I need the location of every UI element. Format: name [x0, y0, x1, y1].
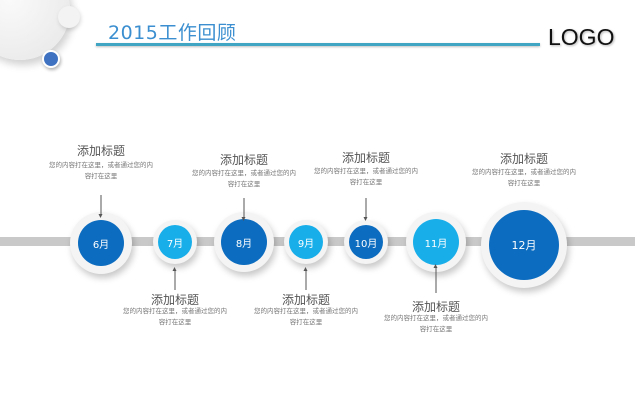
- milestone-title: 添加标题: [76, 144, 126, 158]
- month-label: 8月: [235, 238, 253, 250]
- arrow-icon: [363, 198, 368, 221]
- milestone-title: 添加标题: [219, 153, 269, 167]
- slide-title: 2015工作回顾: [108, 22, 237, 44]
- decorative-dot: [42, 50, 60, 68]
- arrow-icon: [303, 267, 308, 290]
- month-circle: 11月: [413, 219, 459, 265]
- milestone-description: 您的内容打在这里，或者通过您的内容打在这里: [192, 169, 296, 188]
- month-node[interactable]: 12月: [481, 202, 567, 288]
- decorative-circle: [58, 6, 80, 28]
- milestone-description: 您的内容打在这里，或者通过您的内容打在这里: [123, 307, 227, 326]
- arrow-icon: [241, 198, 246, 221]
- month-circle: 9月: [289, 225, 323, 259]
- month-label: 11月: [424, 238, 448, 250]
- month-circle: 12月: [489, 210, 559, 280]
- month-node[interactable]: 6月: [70, 212, 132, 274]
- milestone-description: 您的内容打在这里，或者通过您的内容打在这里: [472, 168, 576, 187]
- arrow-icon: [172, 267, 177, 290]
- month-circle: 7月: [158, 225, 192, 259]
- month-node[interactable]: 9月: [284, 220, 328, 264]
- milestone-title: 添加标题: [150, 293, 200, 307]
- milestone-description: 您的内容打在这里，或者通过您的内容打在这里: [384, 314, 488, 333]
- milestone-description: 您的内容打在这里，或者通过您的内容打在这里: [254, 307, 358, 326]
- milestone-description: 您的内容打在这里，或者通过您的内容打在这里: [49, 161, 153, 180]
- month-node[interactable]: 8月: [214, 212, 274, 272]
- decorative-circle: [0, 0, 70, 60]
- title-underline: [96, 43, 540, 46]
- milestone-description: 您的内容打在这里，或者通过您的内容打在这里: [314, 167, 418, 186]
- milestone-title: 添加标题: [341, 151, 391, 165]
- arrow-icon: [98, 195, 103, 218]
- month-node[interactable]: 11月: [406, 212, 466, 272]
- month-label: 6月: [92, 239, 110, 251]
- milestone-title: 添加标题: [411, 300, 461, 314]
- month-node[interactable]: 7月: [153, 220, 197, 264]
- month-node[interactable]: 10月: [344, 220, 388, 264]
- milestone-title: 添加标题: [281, 293, 331, 307]
- month-circle: 6月: [78, 220, 124, 266]
- month-label: 7月: [166, 238, 184, 250]
- milestone-title: 添加标题: [499, 152, 549, 166]
- month-label: 10月: [354, 238, 378, 250]
- month-label: 12月: [511, 239, 537, 252]
- month-circle: 8月: [221, 219, 267, 265]
- month-circle: 10月: [349, 225, 383, 259]
- arrow-icon: [433, 264, 438, 293]
- month-label: 9月: [297, 238, 315, 250]
- logo: LOGO: [548, 24, 615, 50]
